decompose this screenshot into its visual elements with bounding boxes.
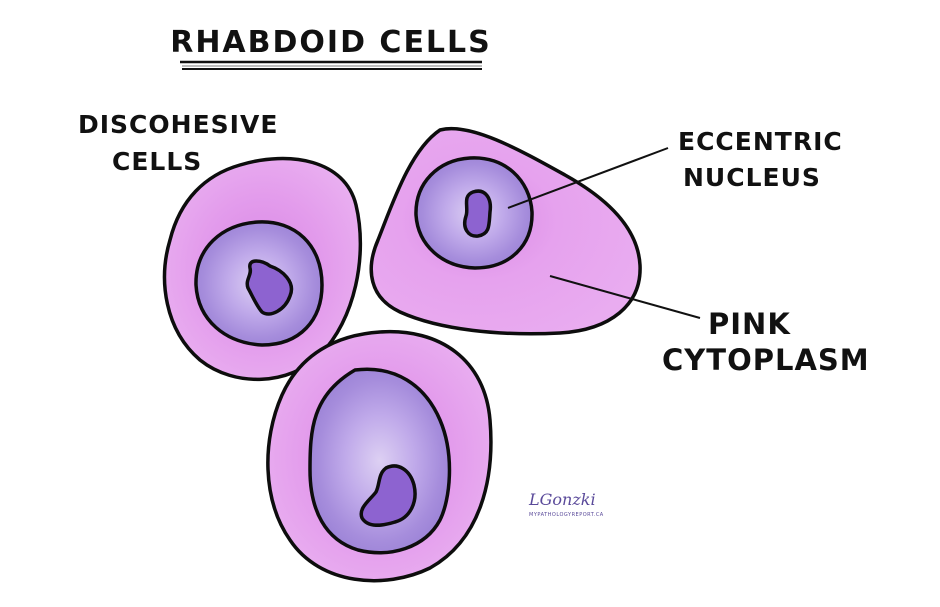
diagram-title: RHABDOID CELLS	[170, 25, 492, 60]
cell-upper-right	[369, 126, 642, 336]
cell-3-nucleus	[308, 367, 452, 555]
cell-1-nucleolus	[245, 259, 294, 316]
cell-bottom	[266, 329, 493, 583]
cell-upper-left	[162, 156, 363, 381]
label-eccentric-line1: ECCENTRIC	[678, 127, 843, 156]
label-pink-line1: PINK	[708, 307, 791, 341]
label-eccentric-line2: NUCLEUS	[683, 163, 821, 192]
signature-site: MYPATHOLOGYREPORT.CA	[529, 512, 604, 518]
label-pink-line2: CYTOPLASM	[662, 343, 870, 377]
leader-eccentric-nucleus	[507, 147, 669, 209]
leader-pink-cytoplasm	[549, 275, 701, 319]
cell-2-nucleolus	[463, 189, 493, 238]
label-discohesive-line1: DISCOHESIVE	[78, 110, 278, 139]
signature-name: LGonzki	[528, 490, 596, 509]
cell-3-nucleolus	[359, 464, 417, 527]
label-discohesive-line2: CELLS	[112, 147, 202, 176]
